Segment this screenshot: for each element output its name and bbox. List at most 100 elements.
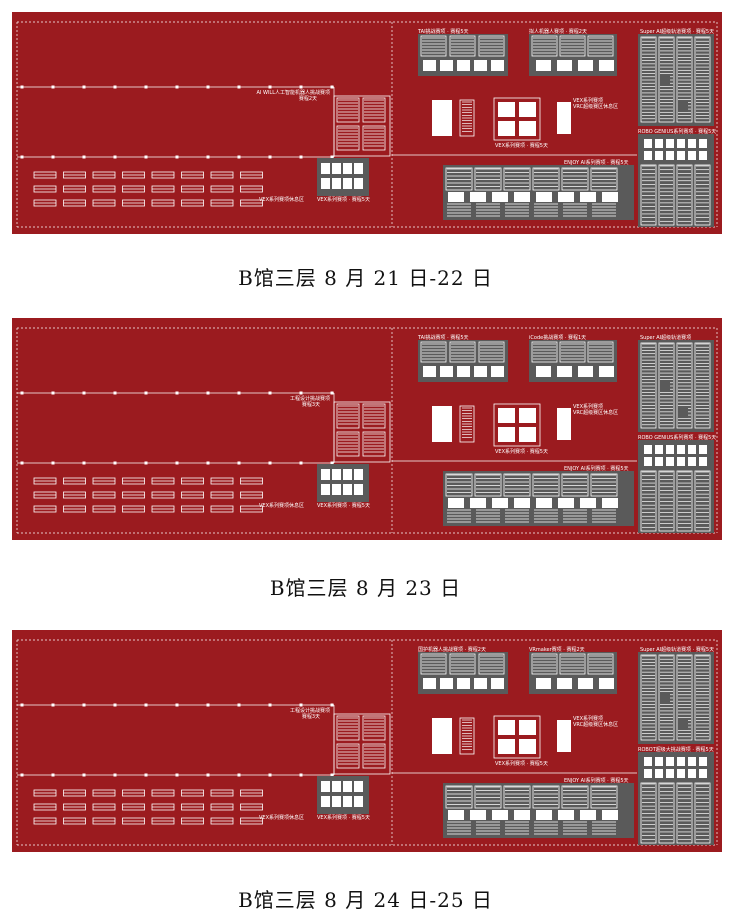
vex-field	[498, 427, 515, 442]
robo-field	[677, 769, 685, 778]
pillar	[268, 461, 272, 465]
pillar	[206, 703, 210, 707]
mid-field	[536, 366, 551, 377]
mid-field	[578, 678, 593, 689]
vex-series-label: VEX系列赛项	[573, 98, 604, 104]
vex-series-label: VEX系列赛项	[573, 716, 604, 722]
bleacher-block	[362, 97, 386, 123]
pillar	[206, 391, 210, 395]
vex-field	[321, 178, 330, 189]
pillar	[330, 773, 334, 777]
vrc-label: VRC超级赛区休息区	[573, 722, 619, 728]
pillar	[51, 391, 55, 395]
pillar	[113, 703, 117, 707]
floor-plan-drawing	[16, 21, 718, 228]
pillar	[330, 85, 334, 89]
floor-caption-1: B馆三层 8 月 21 日-22 日	[238, 266, 493, 290]
robo-field	[655, 139, 663, 148]
pillar	[144, 773, 148, 777]
vex-field	[332, 796, 341, 807]
mid-bleacher	[531, 35, 558, 57]
pillar	[206, 155, 210, 159]
bleacher-block	[362, 403, 386, 429]
pillar	[237, 391, 241, 395]
enjoy-field	[602, 810, 618, 820]
pillar	[51, 85, 55, 89]
vrc-table	[557, 720, 571, 752]
pillar	[237, 703, 241, 707]
tai-field	[491, 678, 504, 689]
pillar	[268, 391, 272, 395]
vex-field	[354, 781, 363, 792]
vex-field	[321, 469, 330, 480]
bleacher-block	[362, 715, 386, 741]
pillar	[144, 461, 148, 465]
vex-series-table	[432, 100, 452, 136]
enjoy-field	[558, 192, 574, 202]
robo-bleacher	[676, 470, 693, 532]
pillar	[237, 85, 241, 89]
super-ai-field	[678, 718, 688, 730]
tai-field	[457, 366, 470, 377]
tai-zone-label: TAI挑战赛项 · 赛程5天	[418, 29, 469, 35]
vrc-label: VRC超级赛区休息区	[573, 104, 619, 110]
pillar	[268, 703, 272, 707]
mid-field	[578, 60, 593, 71]
super-ai-bleacher	[676, 36, 693, 123]
enjoy-bleacher	[503, 167, 531, 191]
robo-field	[677, 151, 685, 160]
super-ai-field	[678, 100, 688, 112]
enjoy-bleacher	[590, 473, 618, 497]
robo-field	[688, 139, 696, 148]
floor-plan-2: 工程设计挑战赛项 赛程3天 VEX系列赛项休息区 VEX系列赛项 · 赛程5天 …	[12, 318, 722, 540]
bleacher-block	[336, 715, 360, 741]
enjoy-bleacher	[532, 473, 560, 497]
bleacher-block	[362, 125, 386, 151]
robo-bleacher	[640, 782, 657, 844]
vex-series-table	[432, 406, 452, 442]
vex-field	[498, 121, 515, 136]
pillar	[113, 155, 117, 159]
pillar	[20, 391, 24, 395]
mid-bleacher	[559, 341, 586, 363]
vex-field	[343, 163, 352, 174]
enjoy-field	[448, 192, 464, 202]
super-ai-bleacher	[676, 654, 693, 741]
bleacher-block	[362, 431, 386, 457]
vex-field	[321, 484, 330, 495]
bleacher-block	[336, 431, 360, 457]
mid-field	[557, 366, 572, 377]
vex-field	[354, 178, 363, 189]
tai-zone-label: 国护机器人挑战赛项 · 赛程2天	[418, 647, 486, 653]
robo-field	[699, 757, 707, 766]
robo-field	[655, 757, 663, 766]
pillar	[206, 773, 210, 777]
super-ai-field	[660, 380, 670, 392]
mid-field	[557, 678, 572, 689]
pillar	[268, 773, 272, 777]
bleacher-block	[362, 743, 386, 769]
hall-left-label: 工程设计挑战赛项	[289, 708, 330, 714]
robo-field	[688, 769, 696, 778]
pillar	[175, 461, 179, 465]
tai-field	[491, 60, 504, 71]
robo-bleacher	[694, 782, 711, 844]
pillar	[299, 773, 303, 777]
super-ai-zone-label: Super AI超级轨道赛项	[640, 335, 692, 341]
pillar	[330, 461, 334, 465]
enjoy-bleacher	[445, 473, 473, 497]
tai-field	[440, 366, 453, 377]
robo-field	[688, 151, 696, 160]
pillar	[175, 391, 179, 395]
pillar	[144, 85, 148, 89]
mid-bleacher	[531, 653, 558, 675]
mid-field	[536, 678, 551, 689]
bleacher-block	[336, 125, 360, 151]
vex-mid-label: VEX系列赛项 · 赛程5天	[495, 449, 548, 455]
vex-field	[354, 796, 363, 807]
mid-field	[536, 60, 551, 71]
super-ai-bleacher	[640, 342, 657, 429]
enjoy-field	[536, 810, 552, 820]
bleacher-area	[333, 401, 391, 463]
pillar	[330, 391, 334, 395]
